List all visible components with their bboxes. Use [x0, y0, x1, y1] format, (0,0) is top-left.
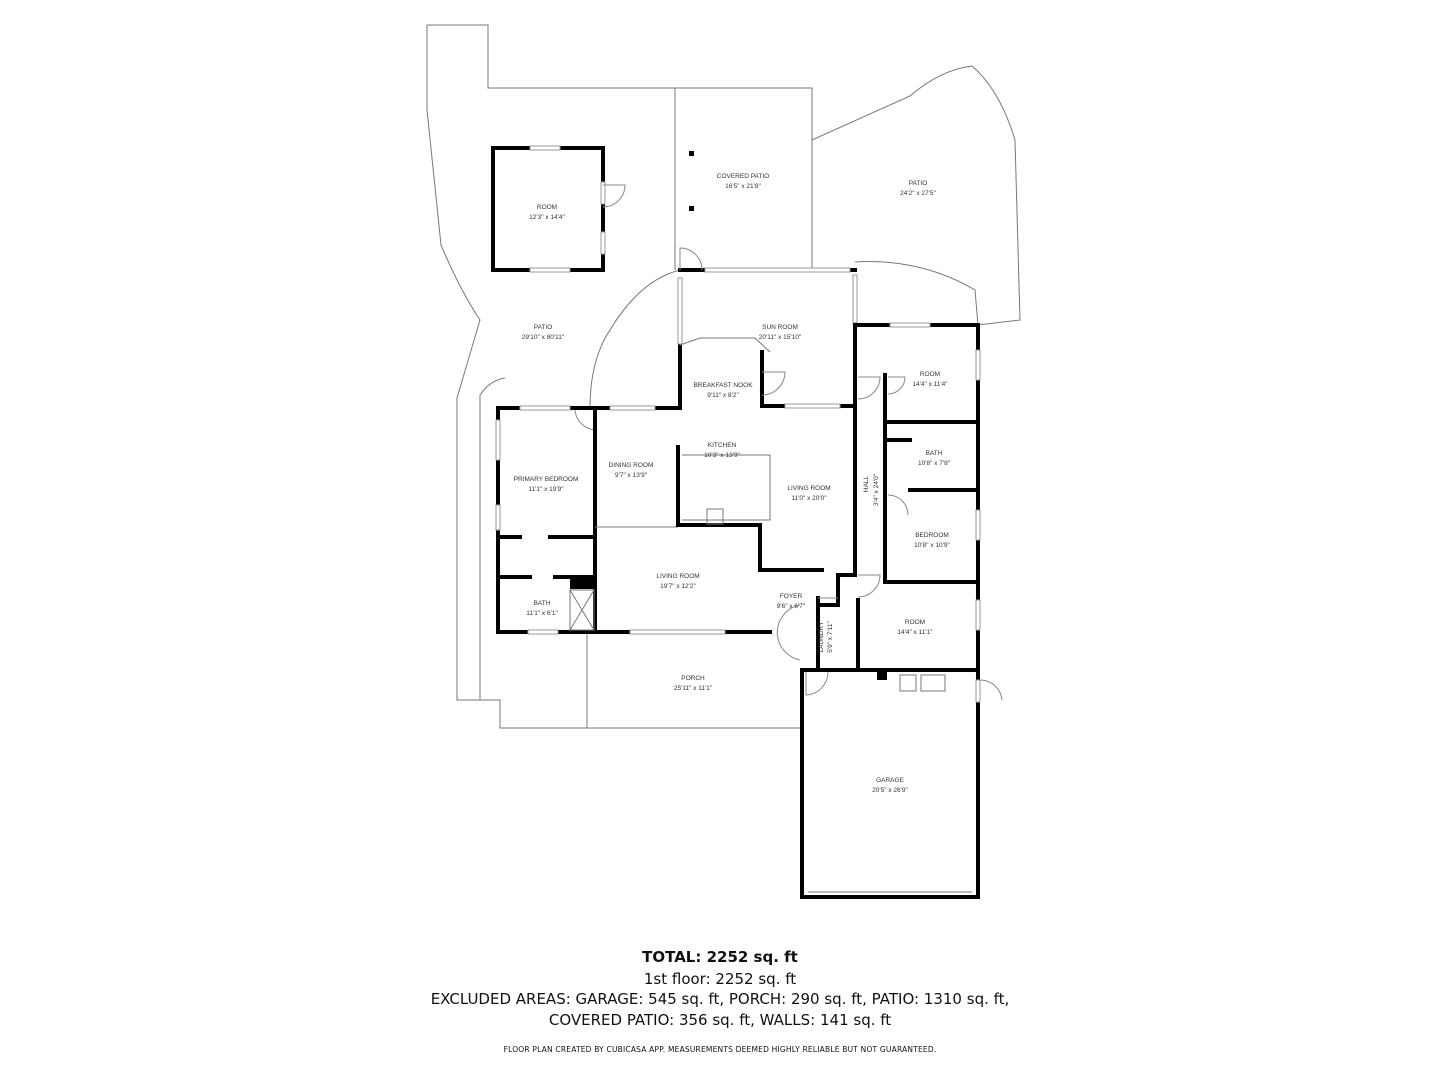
room-name: ROOM	[905, 619, 925, 626]
room-name: PATIO	[534, 324, 553, 331]
column	[689, 206, 694, 211]
room-dims: 20'5" x 26'9"	[872, 787, 908, 794]
room-name: ROOM	[920, 371, 940, 378]
room-dims: 20'11" x 15'10"	[759, 334, 802, 341]
house-walls	[495, 247, 1003, 899]
room-dims: 11'0" x 20'0"	[791, 495, 827, 502]
room-name: GARAGE	[876, 777, 904, 784]
room-name: BEDROOM	[915, 532, 949, 539]
room-dims: 9'7" x 13'9"	[615, 472, 648, 479]
room-dims: 12'3" x 14'4"	[529, 214, 565, 221]
room-name: KITCHEN	[708, 442, 737, 449]
room-name: COVERED PATIO	[717, 173, 770, 180]
detached-room-walls	[491, 145, 626, 273]
floor-area: 1st floor: 2252 sq. ft	[643, 970, 797, 988]
room-name: FOYER	[780, 593, 803, 600]
excluded-areas-cont: COVERED PATIO: 356 sq. ft, WALLS: 141 sq…	[548, 1011, 892, 1029]
room-dims: 9'11" x 8'2"	[707, 392, 739, 399]
room-dims: 11'1" x 6'1"	[526, 610, 558, 617]
room-dims: 11'1" x 19'9"	[528, 486, 564, 493]
total-area: TOTAL: 2252 sq. ft	[642, 948, 798, 966]
room-dims: 10'8" x 7'8"	[918, 460, 951, 467]
room-name: ROOM	[537, 204, 557, 211]
room-name: BATH	[926, 450, 943, 457]
room-labels: ROOM 12'3" x 14'4" COVERED PATIO 16'5" x…	[514, 173, 951, 794]
room-name: HALL	[863, 475, 870, 492]
room-name: SUN ROOM	[762, 324, 798, 331]
room-name: PORCH	[681, 675, 705, 682]
room-dims: 14'4" x 11'4"	[912, 381, 948, 388]
room-name: PRIMARY BEDROOM	[514, 476, 579, 483]
room-dims: 14'4" x 11'1"	[897, 629, 933, 636]
room-name: LIVING ROOM	[656, 573, 699, 580]
room-dims: 5'9" x 7'11"	[827, 621, 834, 653]
room-name: LAUNDRY	[818, 621, 825, 653]
room-name: DINING ROOM	[609, 462, 654, 469]
column	[689, 151, 694, 156]
room-dims: 10'3" x 13'9"	[704, 452, 740, 459]
patio-outlines	[426, 24, 1021, 729]
room-name: LIVING ROOM	[787, 485, 830, 492]
room-dims: 29'10" x 80'11"	[522, 334, 565, 341]
room-dims: 16'5" x 21'8"	[725, 183, 761, 190]
credit-note: FLOOR PLAN CREATED BY CUBICASA APP. MEAS…	[503, 1045, 937, 1054]
room-dims: 25'11" x 11'1"	[674, 685, 713, 692]
room-name: PATIO	[909, 180, 928, 187]
excluded-areas: EXCLUDED AREAS: GARAGE: 545 sq. ft, PORC…	[430, 990, 1010, 1008]
room-dims: 10'8" x 10'9"	[914, 542, 950, 549]
room-dims: 9'6" x 6'7"	[777, 603, 806, 610]
room-dims: 24'2" x 27'5"	[900, 190, 936, 197]
room-name: BATH	[534, 600, 551, 607]
room-dims: 19'7" x 12'2"	[660, 583, 696, 590]
room-name: BREAKFAST NOOK	[693, 382, 753, 389]
room-dims: 3'4" x 24'0"	[873, 473, 880, 506]
